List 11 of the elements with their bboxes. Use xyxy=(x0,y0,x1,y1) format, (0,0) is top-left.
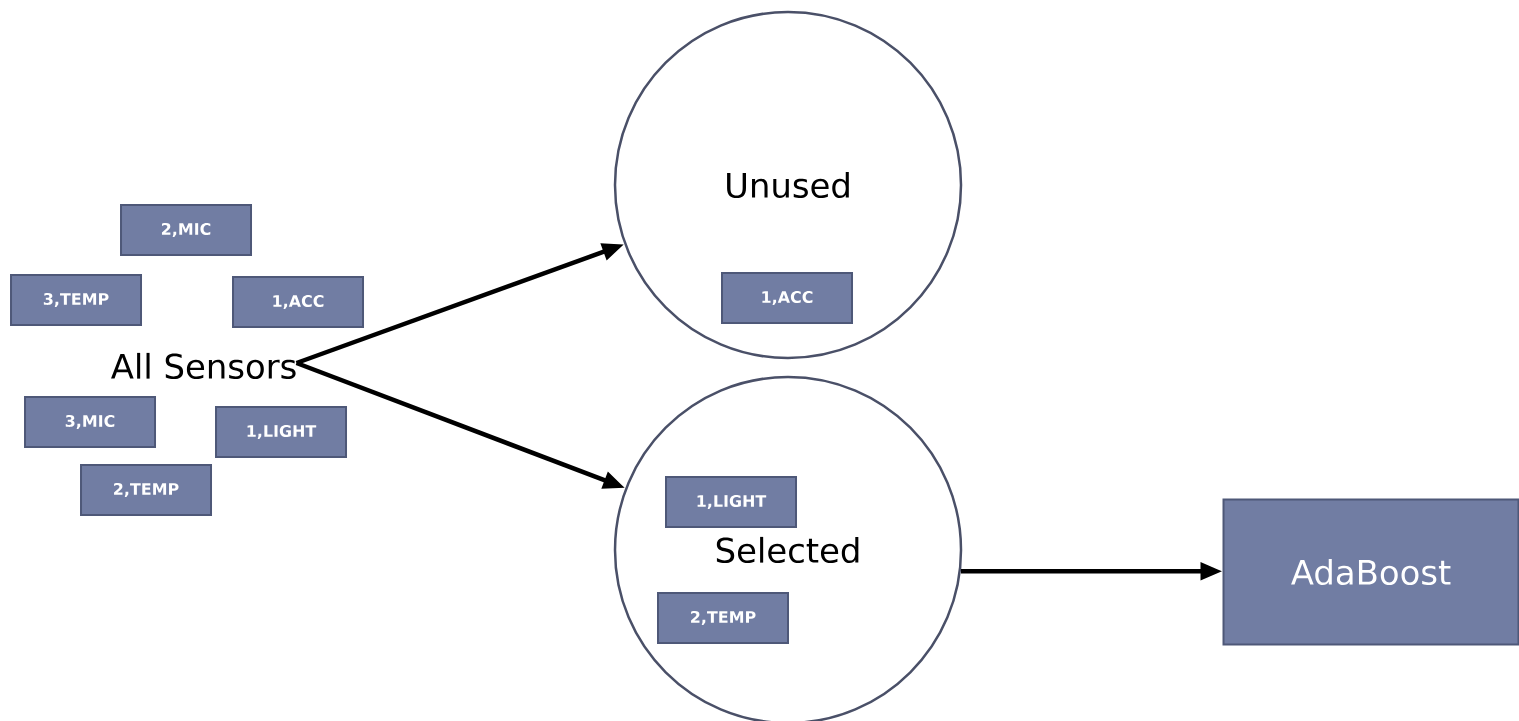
sensor-tag: 2,TEMP xyxy=(80,464,212,516)
sensor-tag: 2,MIC xyxy=(120,204,252,256)
sensor-tag: 3,TEMP xyxy=(10,274,142,326)
sensor-tag: 3,MIC xyxy=(24,396,156,448)
sensor-tag: 1,LIGHT xyxy=(665,476,797,528)
label-text: All Sensors xyxy=(111,352,296,380)
sensor-tag: 2,TEMP xyxy=(657,592,789,644)
sensor-tag: 1,ACC xyxy=(721,272,853,324)
sensor-tag: 1,ACC xyxy=(232,276,364,328)
classifier-box: AdaBoost xyxy=(1222,498,1519,646)
sensor-tag: 1,LIGHT xyxy=(215,406,347,458)
